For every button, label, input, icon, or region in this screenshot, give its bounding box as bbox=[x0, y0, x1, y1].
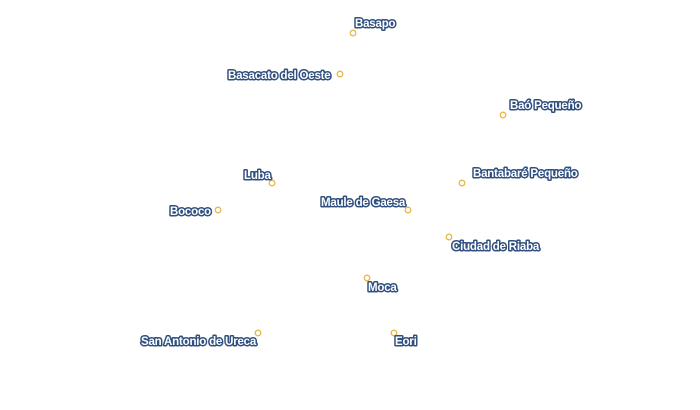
place-label: Maule de Gaesa bbox=[321, 197, 406, 209]
place-marker bbox=[499, 111, 507, 119]
place-label: Luba bbox=[244, 170, 271, 182]
place-moca[interactable]: Moca bbox=[363, 274, 399, 296]
place-basacato-del-oeste[interactable]: Basacato del Oeste bbox=[227, 69, 344, 84]
place-luba[interactable]: Luba bbox=[243, 169, 276, 187]
place-label: Basapo bbox=[355, 18, 396, 30]
place-bococo[interactable]: Bococo bbox=[169, 205, 222, 220]
place-san-antonio-de-ureca[interactable]: San Antonio de Ureca bbox=[140, 329, 262, 350]
place-label: Bococo bbox=[170, 206, 211, 218]
place-basapo[interactable]: Basapo bbox=[349, 17, 397, 37]
place-marker bbox=[336, 70, 344, 78]
place-marker bbox=[458, 179, 466, 187]
place-ciudad-de-riaba[interactable]: Ciudad de Riaba bbox=[445, 233, 542, 255]
place-label: Ciudad de Riaba bbox=[452, 241, 540, 253]
place-label: Baó Pequeño bbox=[510, 100, 581, 112]
place-marker bbox=[349, 29, 357, 37]
place-maule-de-gaesa[interactable]: Maule de Gaesa bbox=[320, 196, 412, 214]
place-label: Basacato del Oeste bbox=[228, 70, 331, 82]
place-marker bbox=[404, 206, 412, 214]
place-marker bbox=[390, 329, 398, 337]
place-bantabare-pequeno[interactable]: Bantabaré Pequeño bbox=[458, 167, 579, 187]
place-bao-pequeno[interactable]: Baó Pequeño bbox=[499, 99, 583, 119]
place-label: Eori bbox=[395, 336, 417, 348]
place-label: Moca bbox=[368, 282, 397, 294]
place-marker bbox=[445, 233, 453, 241]
place-label: Bantabaré Pequeño bbox=[473, 168, 578, 180]
place-marker bbox=[363, 274, 371, 282]
place-eori[interactable]: Eori bbox=[390, 329, 418, 350]
place-marker bbox=[254, 329, 262, 337]
place-label: San Antonio de Ureca bbox=[141, 336, 257, 348]
place-marker bbox=[268, 179, 276, 187]
place-marker bbox=[214, 206, 222, 214]
